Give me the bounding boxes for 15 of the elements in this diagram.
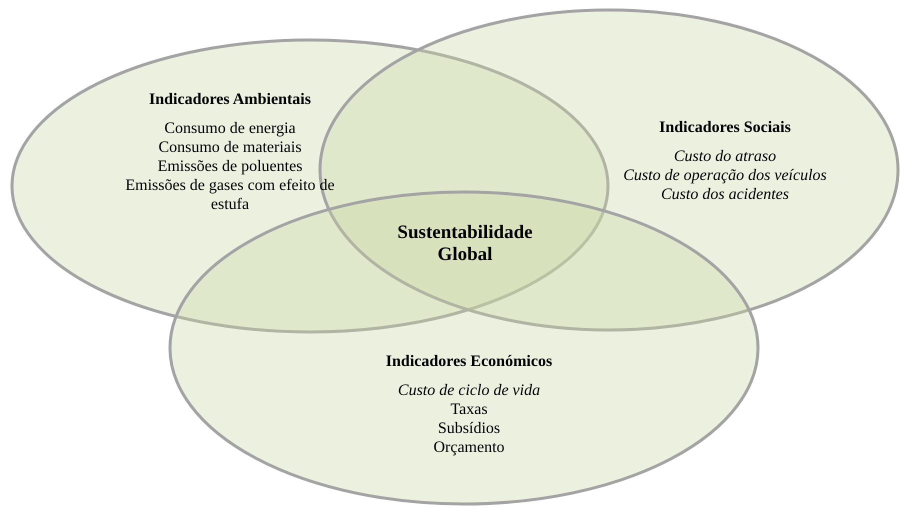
indicator-text: Custo dos acidentes [661,185,789,204]
indicator-text: Consumo de materiais [158,138,302,157]
indicator-text: Emissões de poluentes [158,157,302,176]
ellipse-heading: Indicadores Ambientais [149,90,311,109]
indicator-text: Custo de ciclo de vida [398,381,540,400]
indicator-text: Subsídios [438,419,500,438]
indicator-text: Custo do atraso [674,147,776,166]
ellipse-heading: Indicadores Sociais [659,118,791,137]
indicator-text: Custo de operação dos veículos [623,166,827,185]
indicator-text: Taxas [450,400,488,419]
indicator-text: Emissões de gases com efeito de estufa [124,176,336,214]
ellipse-heading: Indicadores Económicos [386,352,552,371]
indicator-text: Consumo de energia [164,119,296,138]
indicator-text: Orçamento [433,438,505,457]
center-label: Sustentabilidade Global [396,222,534,266]
